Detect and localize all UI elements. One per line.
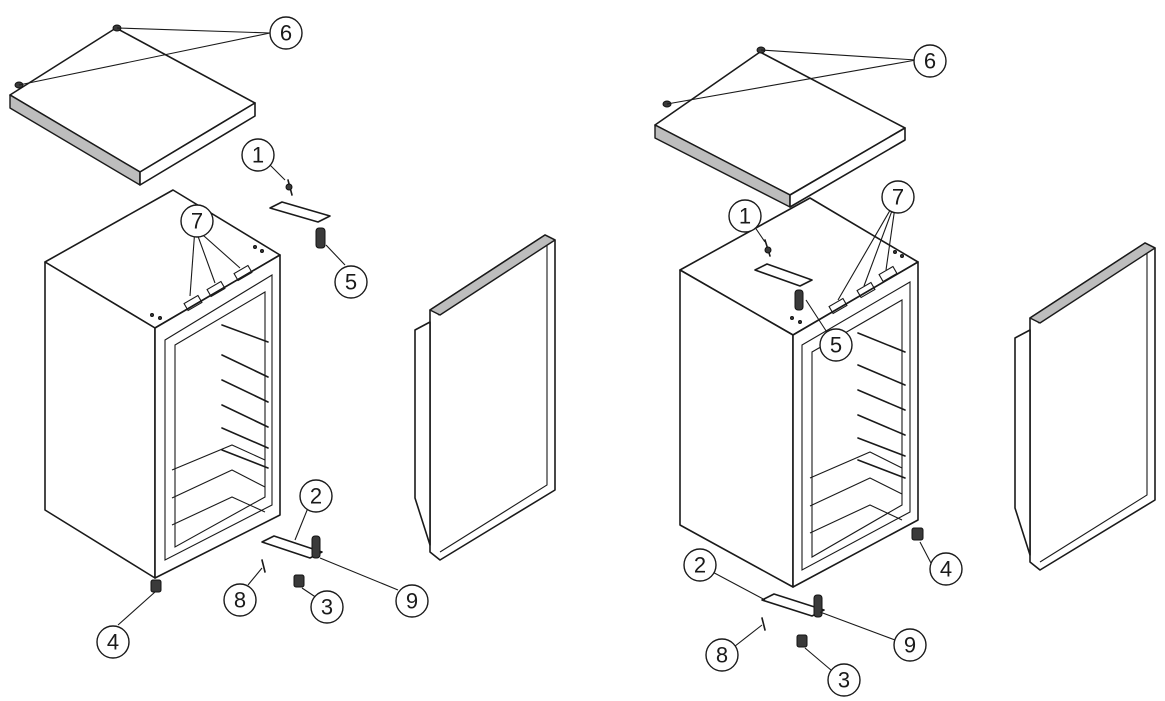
callout-left-6: 6 xyxy=(269,16,303,50)
callout-left-1: 1 xyxy=(241,138,275,172)
left-foot xyxy=(150,579,162,593)
right-bottom-hinge xyxy=(761,593,825,648)
svg-text:1: 1 xyxy=(252,143,264,168)
right-top-hinge xyxy=(754,239,813,311)
right-cabinet xyxy=(679,197,924,588)
svg-text:7: 7 xyxy=(191,209,203,234)
svg-text:5: 5 xyxy=(830,333,842,358)
callout-left-4: 4 xyxy=(96,625,130,659)
left-top-cover xyxy=(9,24,256,186)
right-assembly xyxy=(654,46,1156,677)
svg-text:2: 2 xyxy=(694,553,706,578)
callout-left-8: 8 xyxy=(223,583,257,617)
left-assembly xyxy=(9,24,556,626)
callout-left-5: 5 xyxy=(334,265,368,299)
callout-right-3: 3 xyxy=(827,663,861,697)
svg-text:3: 3 xyxy=(321,595,333,620)
svg-text:4: 4 xyxy=(107,630,119,655)
svg-text:9: 9 xyxy=(904,633,916,658)
svg-text:9: 9 xyxy=(406,589,418,614)
callout-right-6: 6 xyxy=(913,44,947,78)
callout-right-4: 4 xyxy=(929,552,963,586)
left-shelf-rails xyxy=(221,324,269,469)
left-top-hinge xyxy=(269,179,331,249)
right-top-cover xyxy=(654,46,906,208)
svg-text:3: 3 xyxy=(838,668,850,693)
svg-text:1: 1 xyxy=(739,204,751,229)
right-door xyxy=(1014,242,1156,571)
callout-right-1: 1 xyxy=(728,199,762,233)
svg-text:8: 8 xyxy=(716,643,728,668)
svg-text:6: 6 xyxy=(924,49,936,74)
callout-right-7: 7 xyxy=(881,180,915,214)
svg-text:8: 8 xyxy=(234,588,246,613)
svg-text:5: 5 xyxy=(345,270,357,295)
left-cabinet xyxy=(44,189,281,593)
callout-right-2: 2 xyxy=(683,548,717,582)
svg-text:4: 4 xyxy=(940,557,952,582)
callout-left-3: 3 xyxy=(310,590,344,624)
left-door xyxy=(414,234,556,561)
svg-text:7: 7 xyxy=(892,185,904,210)
callout-right-9: 9 xyxy=(893,628,927,662)
right-shelf-rails xyxy=(857,332,906,479)
svg-text:2: 2 xyxy=(310,484,322,509)
callout-left-7: 7 xyxy=(180,204,214,238)
callout-right-8: 8 xyxy=(705,638,739,672)
callout-right-5: 5 xyxy=(819,328,853,362)
callout-left-9: 9 xyxy=(395,584,429,618)
callout-left-2: 2 xyxy=(299,479,333,513)
left-bottom-hinge xyxy=(261,535,323,588)
svg-text:6: 6 xyxy=(280,21,292,46)
